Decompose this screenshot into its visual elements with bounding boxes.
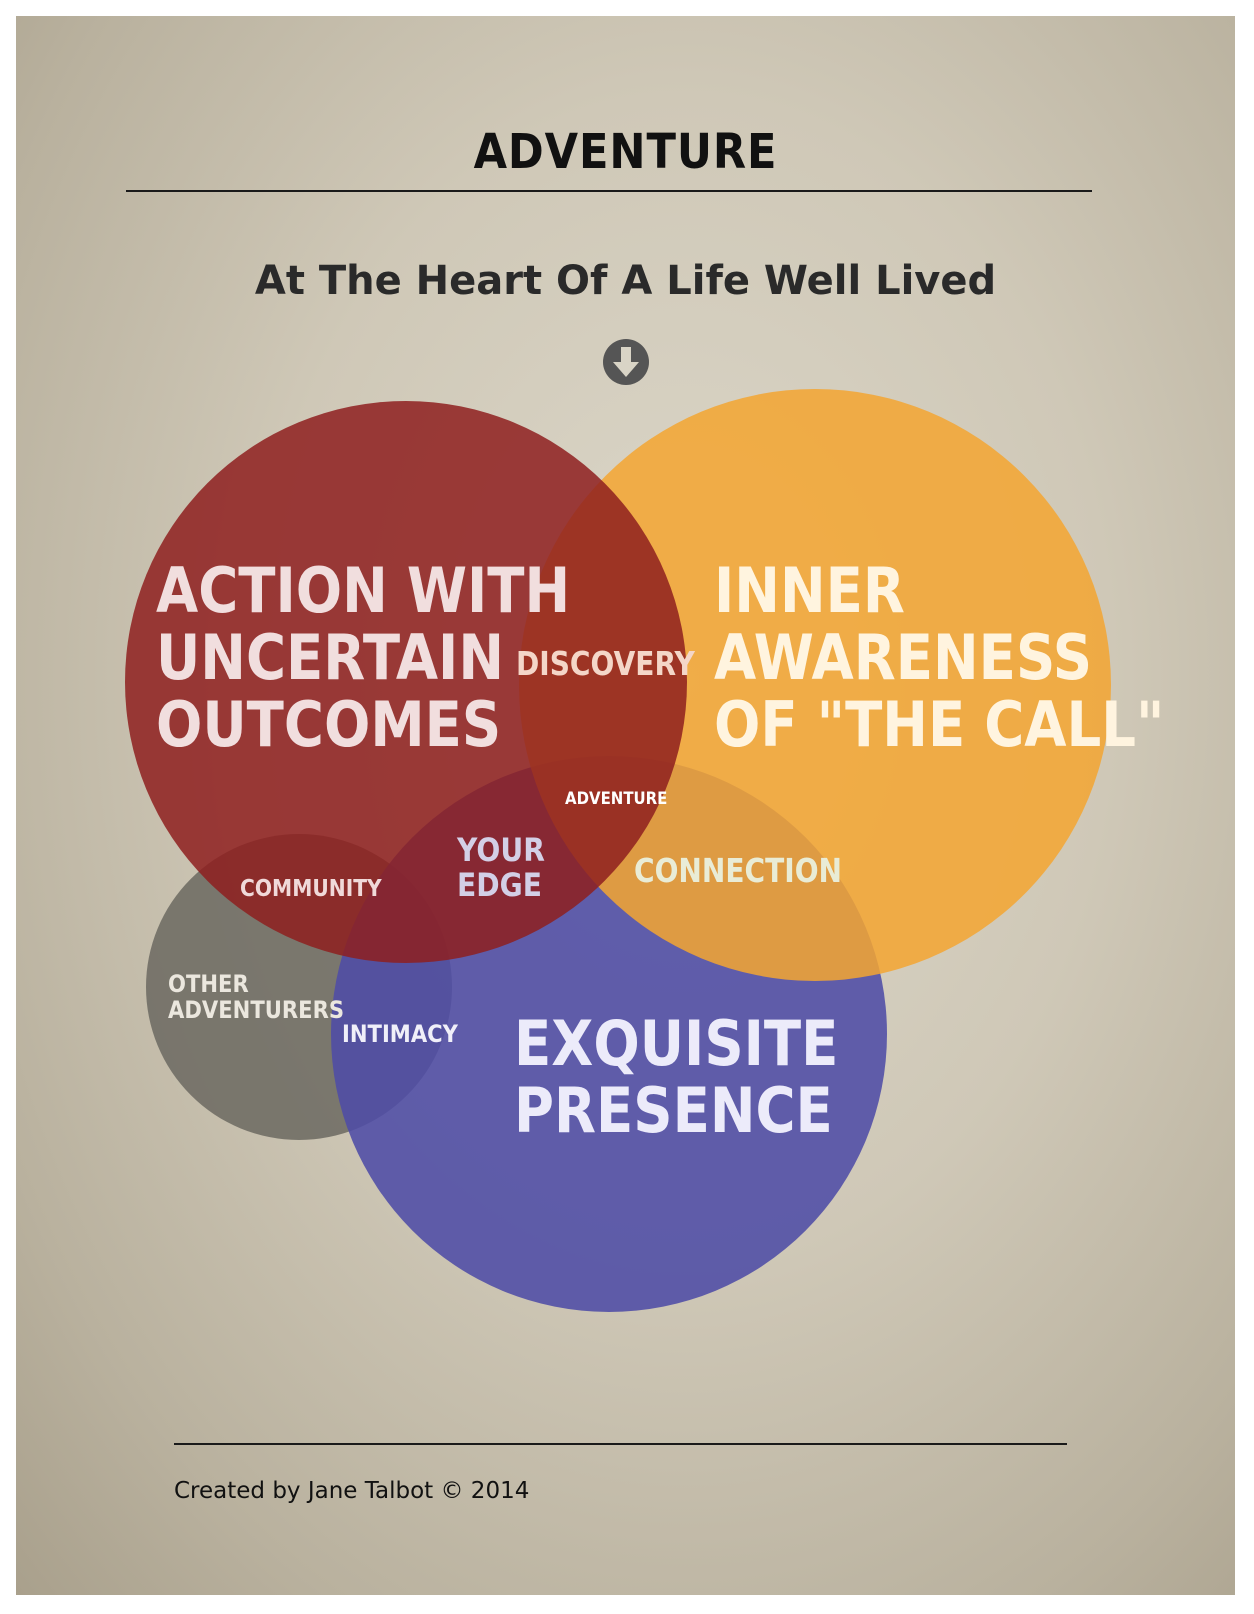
label-intimacy: INTIMACY <box>342 1020 458 1048</box>
footer-divider <box>174 1443 1067 1445</box>
label-inner-awareness: INNER AWARENESS OF "THE CALL" <box>714 554 1165 761</box>
circle-action-uncertain <box>125 401 687 963</box>
down-arrow-circle-icon <box>603 339 649 385</box>
label-connection: CONNECTION <box>634 851 843 890</box>
label-discovery: DISCOVERY <box>516 644 695 683</box>
label-other-adventurers: OTHER ADVENTURERS <box>168 970 345 1024</box>
venn-diagram <box>125 389 1111 1312</box>
label-adventure-center: ADVENTURE <box>565 789 668 809</box>
credit-footer: Created by Jane Talbot © 2014 <box>174 1478 530 1504</box>
title-divider <box>126 190 1092 192</box>
poster-frame: ADVENTURE At The Heart Of A Life Well Li… <box>16 16 1235 1595</box>
label-action-uncertain-outcomes: ACTION WITH UNCERTAIN OUTCOMES <box>156 554 571 761</box>
label-exquisite-presence: EXQUISITE PRESENCE <box>514 1007 839 1147</box>
circle-inner-awareness <box>519 389 1111 981</box>
label-your-edge: YOUR EDGE <box>457 831 545 904</box>
page-title: ADVENTURE <box>473 124 778 180</box>
page-subtitle: At The Heart Of A Life Well Lived <box>254 258 997 304</box>
label-community: COMMUNITY <box>240 876 382 902</box>
